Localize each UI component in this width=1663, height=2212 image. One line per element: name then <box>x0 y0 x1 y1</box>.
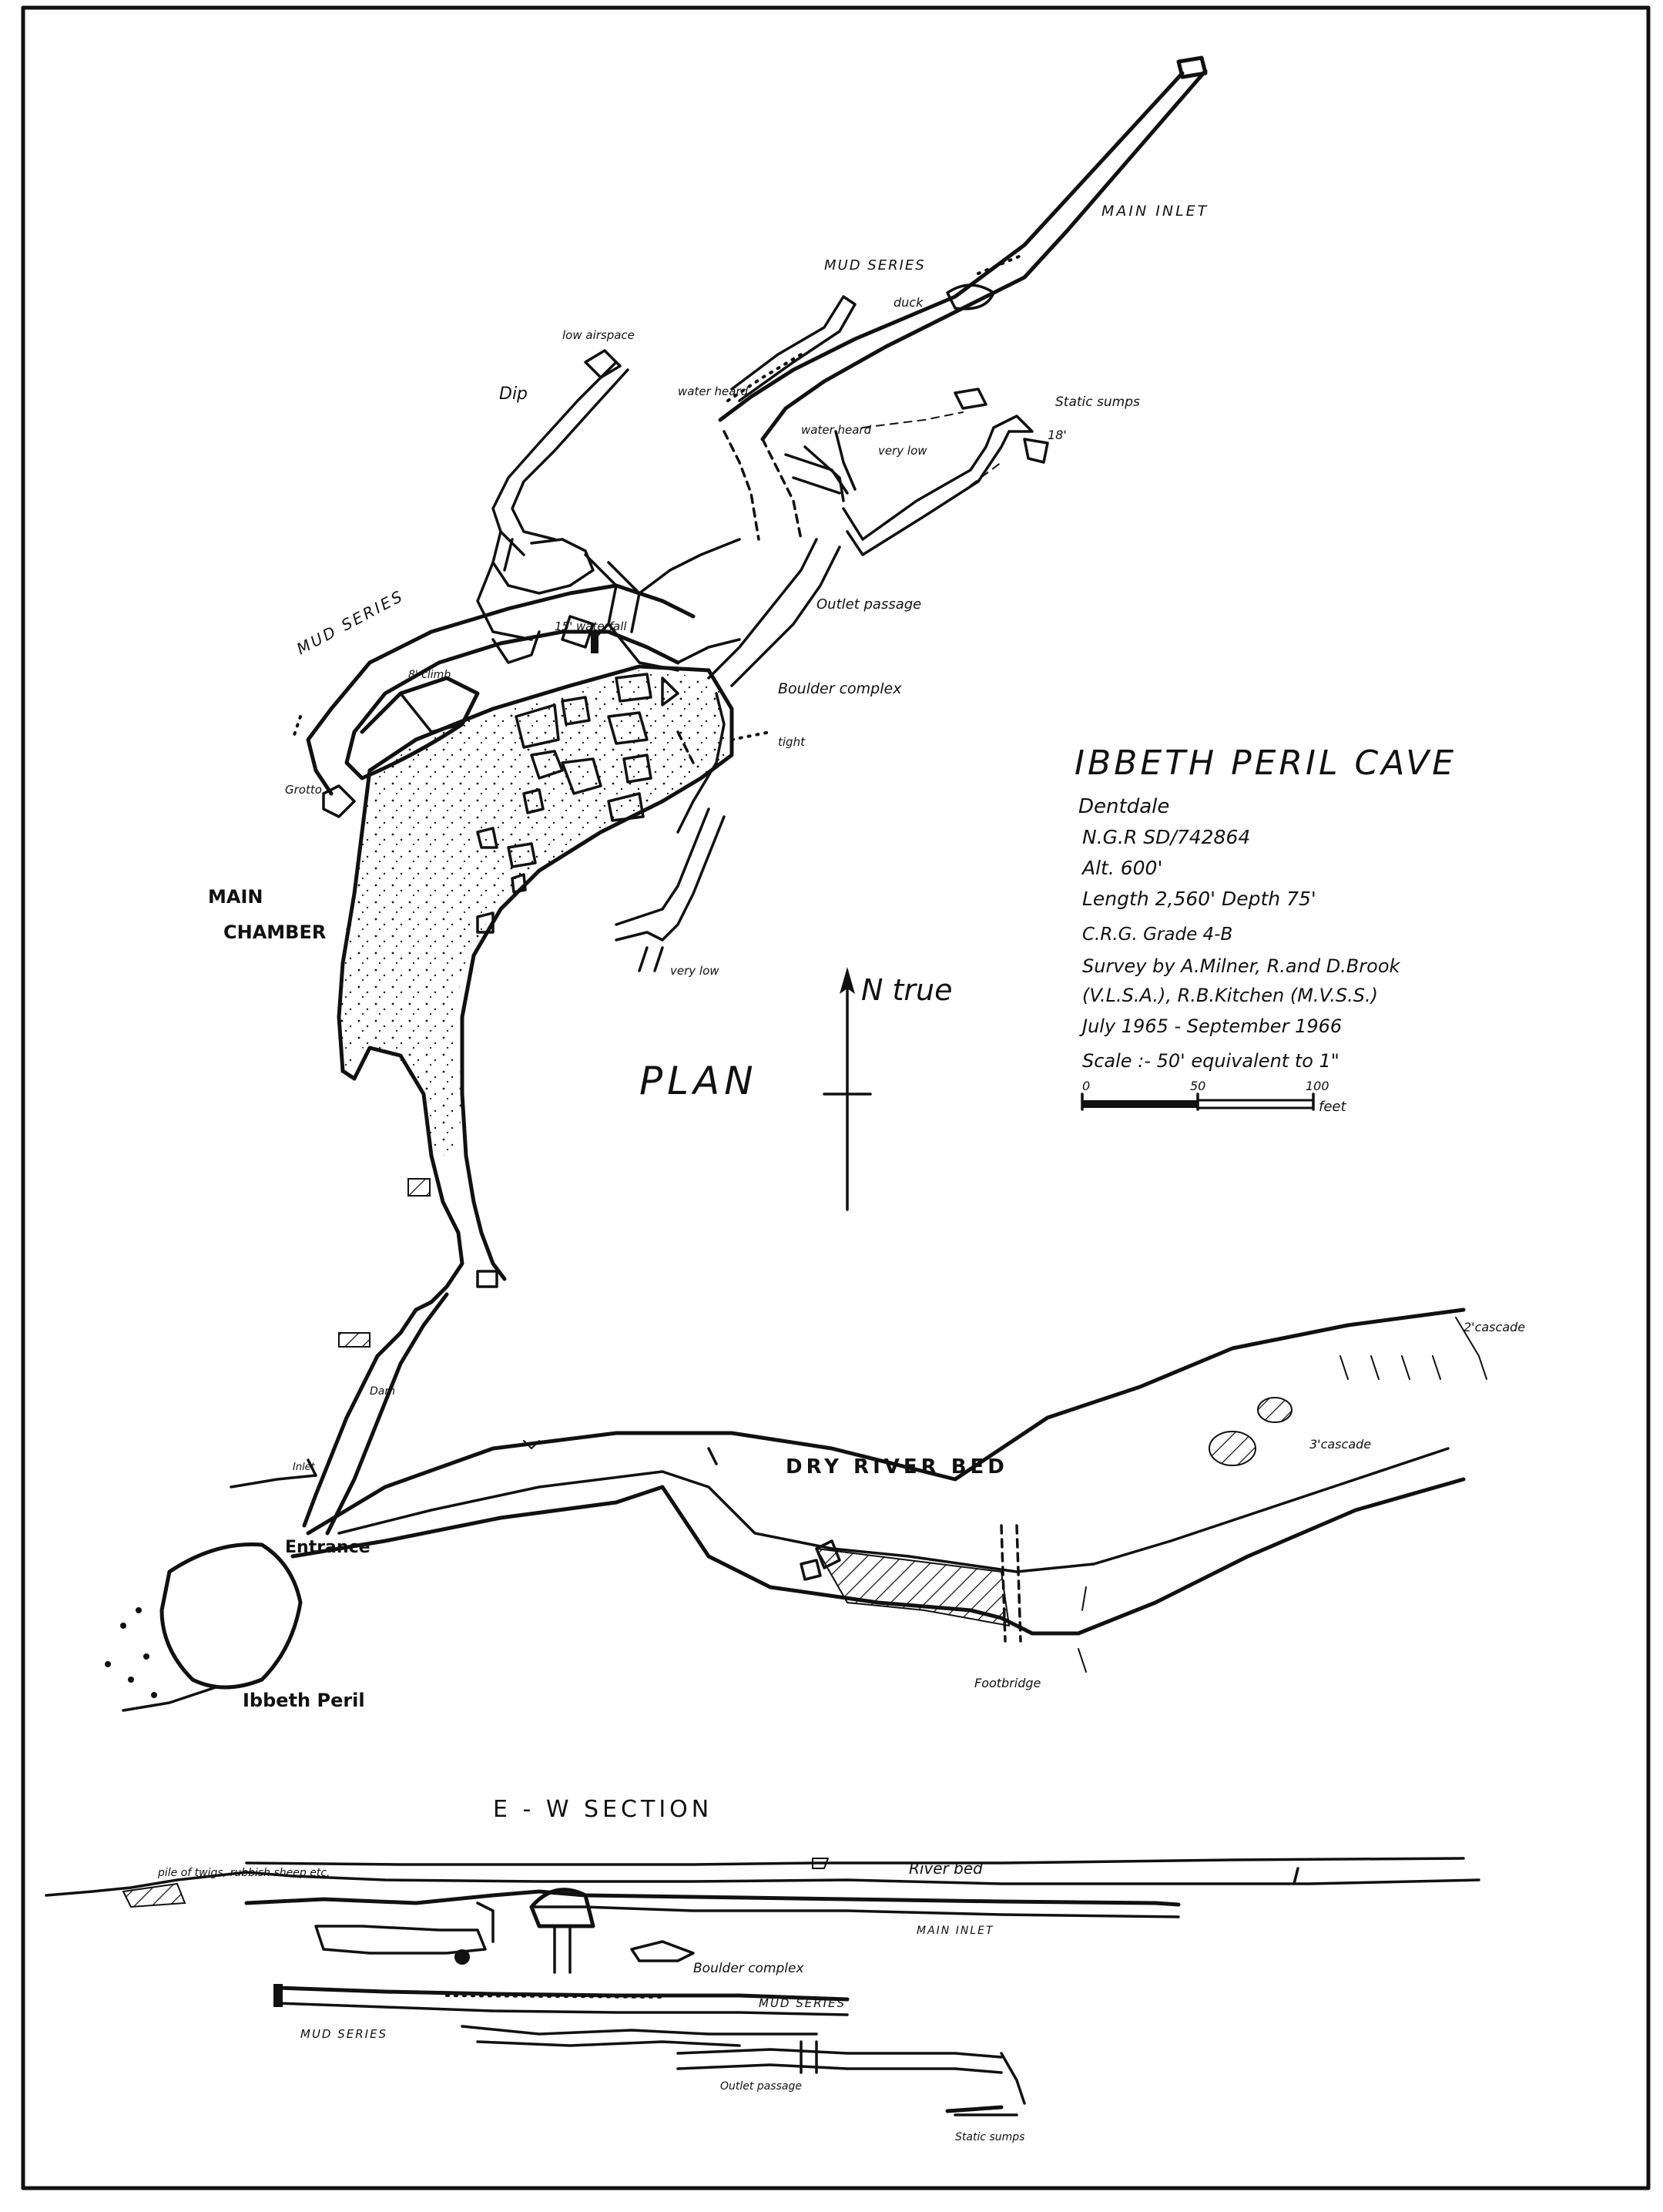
footbridge-label: Footbridge <box>974 1676 1041 1690</box>
water-heard-passages <box>723 430 857 541</box>
boulder-complex-passages <box>615 692 772 972</box>
main-chamber-label-1: MAIN <box>208 886 263 908</box>
very-low-label-1: very low <box>878 444 927 458</box>
survey-dates: July 1965 - September 1966 <box>1079 1015 1342 1037</box>
static-sumps-label: Static sumps <box>1055 394 1140 410</box>
north-arrow: N true <box>823 967 953 1211</box>
boulder-complex-label: Boulder complex <box>778 680 902 697</box>
sheet-border <box>21 5 1651 2190</box>
dip-label: Dip <box>499 384 528 404</box>
waterfall-label: 15' waterfall <box>555 619 627 633</box>
cascade-3-label: 3'cascade <box>1309 1437 1371 1452</box>
section-mud-series-left: MUD SERIES <box>300 2027 387 2041</box>
section-boulder-complex-label: Boulder complex <box>693 1961 804 1976</box>
water-heard-label-1: water heard <box>678 384 749 398</box>
main-chamber-label-2: CHAMBER <box>223 921 326 943</box>
dry-river-bed-label: DRY RIVER BED <box>786 1455 1008 1479</box>
plan-view: N true PLAN MAIN INLET MUD SERIES duck l… <box>105 55 1525 1712</box>
ibbeth-peril-pool <box>105 1542 303 1712</box>
surveyors-line-2: (V.L.S.A.), R.B.Kitchen (M.V.S.S.) <box>1082 985 1378 1006</box>
grade: C.R.G. Grade 4-B <box>1082 925 1232 945</box>
waterfall-area <box>584 538 741 672</box>
boulders <box>476 673 679 934</box>
section-outlet-passage-label: Outlet passage <box>720 2080 802 2093</box>
area-name: Dentdale <box>1078 795 1169 818</box>
cascade-2-label: 2'cascade <box>1464 1320 1525 1334</box>
climb-label: 8' climb <box>408 669 451 681</box>
cave-title: IBBETH PERIL CAVE <box>1075 743 1457 783</box>
inlet-label: Inlet <box>293 1462 316 1473</box>
surveyors-line-1: Survey by A.Milner, R.and D.Brook <box>1082 955 1401 977</box>
title-block: IBBETH PERIL CAVE Dentdale N.G.R SD/7428… <box>1075 743 1457 1115</box>
north-label: N true <box>861 973 953 1007</box>
section-main-inlet-label: MAIN INLET <box>917 1925 994 1937</box>
scale-tick-100: 100 <box>1306 1079 1329 1093</box>
length-depth: Length 2,560' Depth 75' <box>1082 888 1316 910</box>
left-mud-series-label: MUD SERIES <box>293 586 407 659</box>
duck-label: duck <box>894 295 924 310</box>
section-static-sumps-label: Static sumps <box>955 2131 1024 2143</box>
main-inlet-passage <box>718 55 1208 441</box>
upper-mud-series-label: MUD SERIES <box>824 257 926 274</box>
entrance-passage <box>230 1153 507 1536</box>
very-low-label-2: very low <box>670 964 719 978</box>
outlet-passage-label: Outlet passage <box>816 596 921 613</box>
altitude: Alt. 600' <box>1081 857 1162 879</box>
ibbeth-peril-label: Ibbeth Peril <box>243 1690 365 1711</box>
dry-river-bed <box>290 1307 1487 1673</box>
section-mud-series-right: MUD SERIES <box>759 1996 846 2010</box>
static-sumps-passage <box>842 388 1049 556</box>
scale-bar: 0 50 100 feet <box>1081 1079 1346 1115</box>
grid-reference: N.G.R SD/742864 <box>1082 826 1250 848</box>
low-airspace-label: low airspace <box>562 328 635 342</box>
river-bed-label: River bed <box>909 1859 983 1878</box>
plan-heading: PLAN <box>639 1059 758 1103</box>
outlet-passage <box>707 538 841 687</box>
main-chamber <box>322 664 734 1158</box>
scale-tick-0: 0 <box>1082 1079 1090 1093</box>
tight-label: tight <box>778 735 806 749</box>
pile-label: pile of twigs, rubbish sheep etc. <box>157 1867 330 1879</box>
depth-18-label: 18' <box>1048 428 1067 442</box>
upper-mud-series <box>726 295 857 402</box>
dam-label: Dam <box>370 1385 395 1398</box>
water-heard-label-2: water heard <box>801 423 872 437</box>
entrance-label: Entrance <box>285 1538 370 1557</box>
scale-text: Scale :- 50' equivalent to 1" <box>1082 1050 1339 1072</box>
scale-unit: feet <box>1319 1099 1346 1115</box>
section-heading: E - W SECTION <box>493 1796 712 1823</box>
main-inlet-label: MAIN INLET <box>1101 203 1209 220</box>
grotto-label: Grotto <box>285 783 322 797</box>
scale-tick-50: 50 <box>1190 1079 1205 1093</box>
left-mud-series <box>291 583 696 796</box>
ew-section: E - W SECTION pile of twigs, <box>45 1796 1480 2143</box>
